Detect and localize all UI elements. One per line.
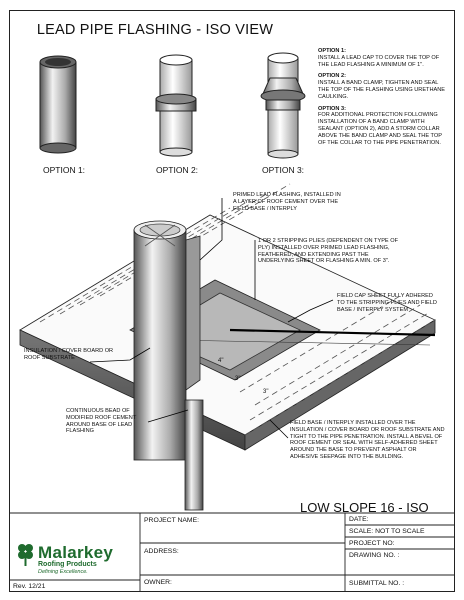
date-field: DATE:: [349, 516, 369, 523]
callout-primed-flashing: PRIMED LEAD FLASHING, INSTALLED IN A LAY…: [233, 192, 341, 212]
logo-subtitle: Roofing Products: [38, 561, 97, 568]
note-text: INSTALL A BAND CLAMP, TIGHTEN AND SEAL T…: [318, 80, 446, 100]
option-3-note: OPTION 3: FOR ADDITIONAL PROTECTION FOLL…: [318, 106, 450, 147]
note-text: FOR ADDITIONAL PROTECTION FOLLOWING INST…: [318, 112, 442, 146]
owner-field: OWNER:: [144, 579, 172, 586]
callout-field-base: FIELD BASE / INTERPLY INSTALLED OVER THE…: [290, 420, 445, 460]
drawing-no-field: DRAWING NO. :: [349, 552, 400, 559]
drawing-title: LEAD PIPE FLASHING - ISO VIEW: [36, 22, 274, 38]
callout-field-cap: FIELD CAP SHEET FULLY ADHERED TO THE STR…: [337, 293, 437, 313]
callout-insulation: INSULATION / COVER BOARD OR ROOF SUBSTRA…: [24, 348, 114, 361]
project-no-field: PROJECT NO:: [349, 540, 395, 547]
option-notes: OPTION 1: INSTALL A LEAD CAP TO COVER TH…: [318, 48, 450, 151]
dimension-3in-a: 3": [235, 376, 241, 382]
option-2-note: OPTION 2: INSTALL A BAND CLAMP, TIGHTEN …: [318, 73, 450, 100]
dimension-4in: 4": [218, 358, 224, 364]
note-heading: OPTION 3:: [318, 105, 346, 112]
submittal-no-field: SUBMITTAL NO. :: [349, 580, 405, 587]
sheet-name: LOW SLOPE 16 - ISO: [300, 500, 429, 515]
logo-wordmark: Malarkey: [38, 543, 114, 562]
drawing-sheet-border: [9, 10, 455, 592]
option-3-label: OPTION 3:: [262, 165, 305, 175]
note-heading: OPTION 2:: [318, 73, 346, 80]
callout-continuous-bead: CONTINUOUS BEAD OF MODIFIED ROOF CEMENT …: [66, 408, 137, 435]
dimension-3in-b: 3": [263, 389, 269, 395]
option-1-note: OPTION 1: INSTALL A LEAD CAP TO COVER TH…: [318, 48, 450, 68]
logo-tagline: Defining Excellence.: [38, 569, 88, 575]
note-text: INSTALL A LEAD CAP TO COVER THE TOP OF T…: [318, 54, 440, 68]
note-heading: OPTION 1:: [318, 48, 346, 54]
callout-stripping-plies: 1 OR 2 STRIPPING PLIES (DEPENDENT ON TYP…: [258, 238, 398, 265]
scale-field: SCALE: NOT TO SCALE: [349, 528, 425, 535]
revision-label: Rev. 12/21: [13, 583, 46, 590]
option-2-label: OPTION 2:: [156, 165, 199, 175]
project-name-field: PROJECT NAME:: [144, 517, 200, 524]
option-1-label: OPTION 1:: [43, 165, 86, 175]
address-field: ADDRESS:: [144, 548, 179, 555]
